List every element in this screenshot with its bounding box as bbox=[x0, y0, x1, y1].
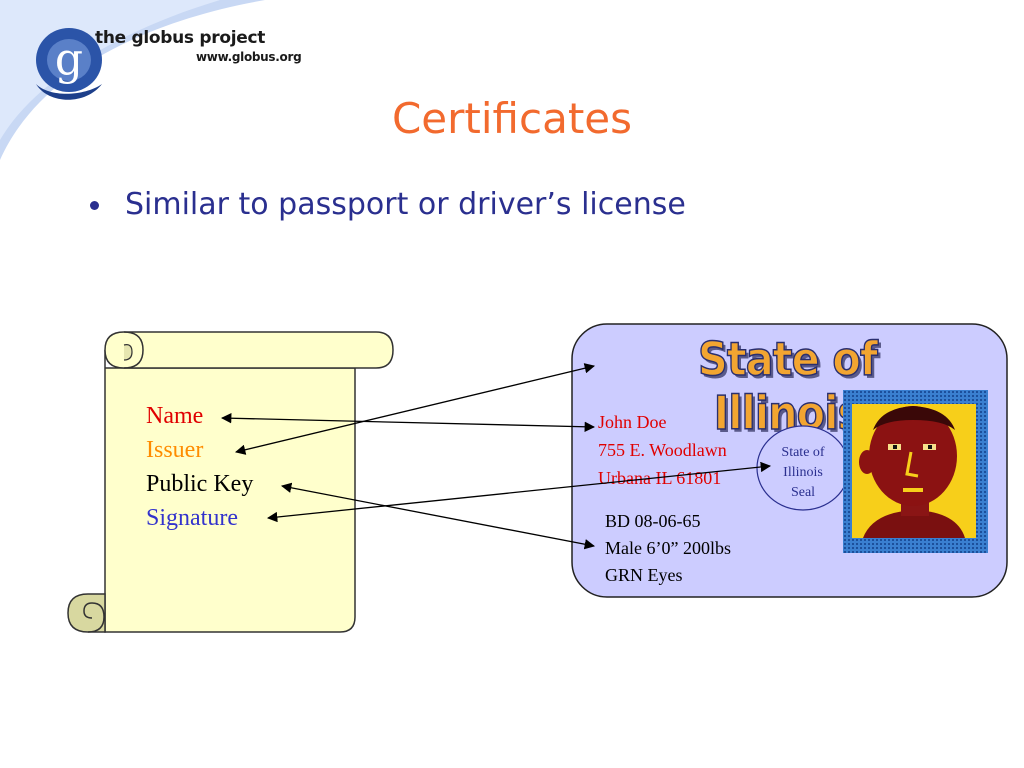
portrait-photo bbox=[843, 390, 988, 553]
bullet-marker bbox=[90, 201, 99, 210]
license-holder-name: John Doe bbox=[598, 412, 667, 432]
license-title: State of Illinois bbox=[697, 331, 878, 441]
license-street: 755 E. Woodlawn bbox=[598, 440, 727, 460]
slide-title: Certificates bbox=[391, 94, 633, 143]
field-public-key: Public Key bbox=[146, 471, 254, 497]
field-signature: Signature bbox=[146, 505, 238, 531]
field-name: Name bbox=[146, 403, 204, 429]
license-birthdate: BD 08-06-65 bbox=[605, 511, 701, 531]
globus-logo: g bbox=[36, 28, 102, 100]
seal-line: Illinois bbox=[783, 465, 823, 480]
logo-letter: g bbox=[55, 34, 83, 85]
seal-line: State of bbox=[781, 445, 825, 460]
seal-line: Seal bbox=[790, 485, 816, 500]
logo-name: the globus project bbox=[95, 28, 266, 48]
license-eyes: GRN Eyes bbox=[605, 565, 683, 585]
logo-url: www.globus.org bbox=[196, 50, 302, 64]
field-issuer: Issuer bbox=[146, 437, 204, 463]
bullet-text: Similar to passport or driver’s license bbox=[125, 187, 686, 222]
license-physical: Male 6’0” 200lbs bbox=[605, 538, 731, 558]
seal-label: State of Illinois Seal bbox=[758, 443, 848, 503]
